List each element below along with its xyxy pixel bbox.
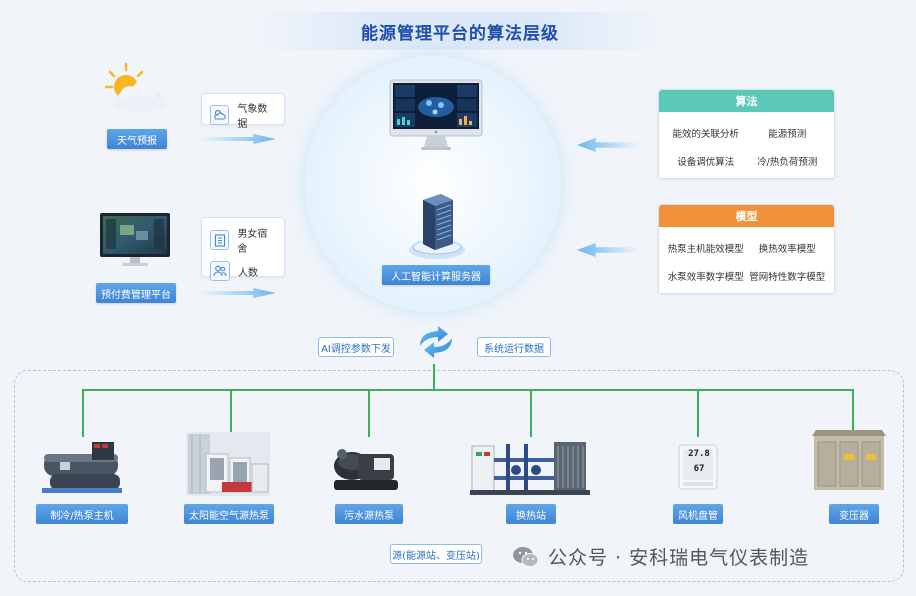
model-arrow — [577, 243, 639, 257]
building-icon — [210, 230, 230, 250]
people-icon — [210, 261, 230, 281]
algorithm-panel: 算法 能效的关联分析 能源预测 设备调优算法 冷/热负荷预测 — [658, 89, 835, 179]
algorithm-item: 能效的关联分析 — [672, 129, 739, 140]
sun-cloud-icon — [100, 60, 170, 115]
connector-line — [697, 389, 699, 437]
thermostat-humidity: 67 — [693, 464, 705, 474]
weather-arrow — [200, 134, 276, 144]
server-icon — [407, 190, 467, 262]
equipment-label-fan-coil: 风机盘管 — [673, 504, 723, 524]
equipment-label-chiller: 制冷/热泵主机 — [36, 504, 128, 524]
connector-line — [530, 389, 532, 437]
connector-line — [230, 389, 232, 437]
prepay-arrow — [200, 288, 276, 298]
equipment-label-heat-exchange: 换热站 — [506, 504, 556, 524]
connector-line — [82, 389, 854, 391]
thermostat-temp: 27.8 — [688, 449, 710, 459]
algorithm-item: 能源预测 — [768, 129, 807, 140]
ai-params-down-label: AI调控参数下发 — [318, 337, 394, 357]
chiller-image — [40, 438, 126, 496]
heat-exchange-station-image — [470, 440, 590, 496]
watermark: 公众号 · 安科瑞电气仪表制造 — [512, 543, 809, 570]
model-panel: 模型 热泵主机能效模型 换热效率模型 水泵效率数字模型 管网特性数字模型 — [658, 204, 835, 294]
algorithm-arrow — [577, 138, 639, 152]
connector-line — [368, 389, 370, 437]
ai-server-label: 人工智能计算服务器 — [382, 265, 490, 285]
algorithm-item: 设备调优算法 — [677, 157, 735, 168]
fan-coil-thermostat-image — [678, 444, 718, 490]
equipment-label-air-source: 太阳能空气源热泵 — [184, 504, 274, 524]
air-source-heat-pump-image — [186, 432, 270, 496]
people-count-text: 人数 — [238, 267, 258, 279]
system-data-up-label: 系统运行数据 — [477, 337, 551, 357]
prepay-data-card: 男女宿舍 人数 — [201, 217, 285, 281]
equipment-label-sewage: 污水源热泵 — [335, 504, 403, 524]
algorithm-item: 冷/热负荷预测 — [757, 157, 818, 168]
weather-forecast-label: 天气预报 — [107, 129, 167, 149]
equipment-label-transformer: 变压器 — [829, 504, 879, 524]
monitor-icon — [98, 211, 172, 269]
prepay-platform-label: 预付费管理平台 — [96, 283, 176, 303]
source-region-label: 源(能源站、变压站) — [390, 544, 482, 564]
connector-line — [852, 389, 854, 437]
connector-line — [82, 389, 84, 437]
connector-line — [433, 364, 435, 390]
algorithm-header: 算法 — [659, 90, 834, 112]
sewage-heat-pump-image — [330, 440, 404, 496]
weather-data-card: 气象数据 — [201, 93, 285, 130]
weather-data-text: 气象数据 — [237, 104, 268, 130]
model-header: 模型 — [659, 205, 834, 227]
page-title: 能源管理平台的算法层级 — [361, 23, 559, 44]
wechat-icon — [512, 545, 540, 569]
watermark-text: 公众号 · 安科瑞电气仪表制造 — [548, 547, 810, 569]
model-item: 水泵效率数字模型 — [667, 272, 744, 283]
title-band: 能源管理平台的算法层级 — [250, 12, 670, 50]
model-item: 换热效率模型 — [758, 244, 816, 255]
sync-arrows-icon — [412, 324, 460, 360]
model-item: 热泵主机能效模型 — [667, 244, 744, 255]
weather-icon — [210, 105, 230, 125]
dashboard-monitor-icon — [389, 79, 483, 153]
dorm-text: 男女宿舍 — [237, 229, 268, 255]
transformer-image — [810, 430, 888, 492]
model-item: 管网特性数字模型 — [749, 272, 826, 283]
source-region — [14, 370, 904, 582]
